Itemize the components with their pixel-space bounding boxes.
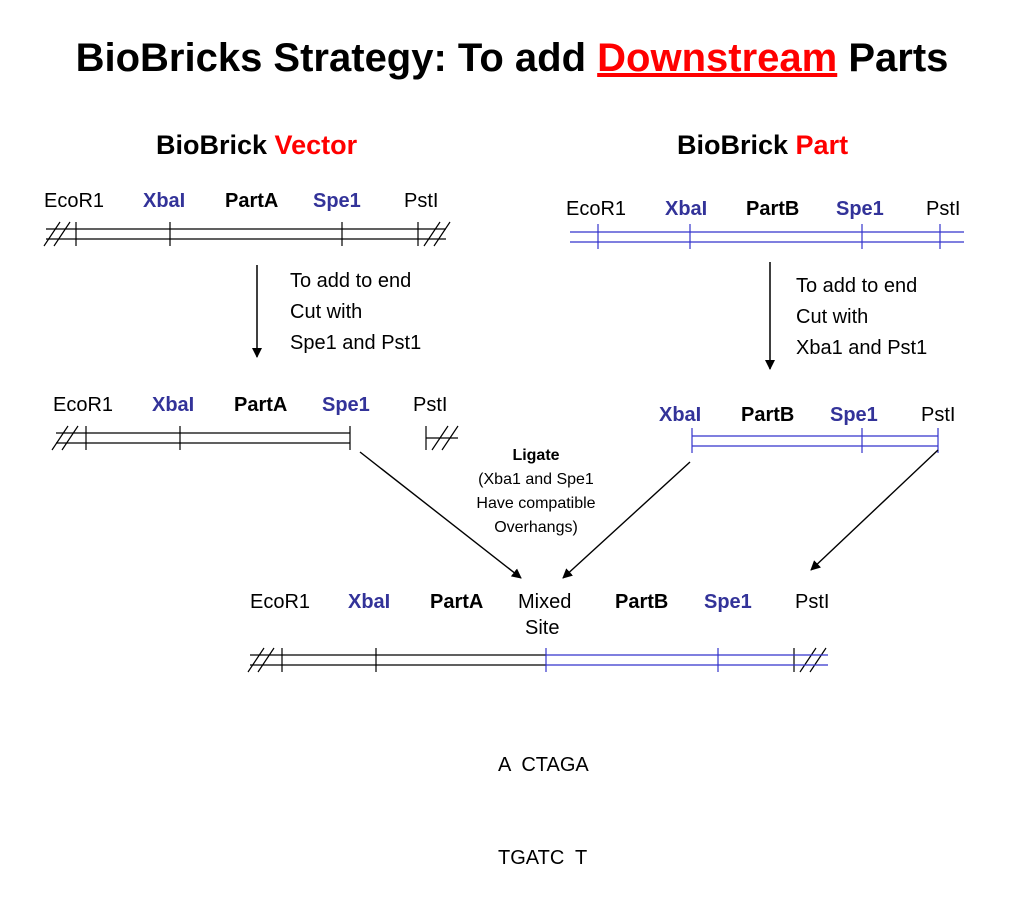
cut-part-partb-label: PartB: [741, 404, 795, 426]
page-title: BioBricks Strategy: To add Downstream Pa…: [0, 36, 1024, 81]
part-partb-label: PartB: [746, 198, 800, 220]
part-ecor1-label: EcoR1: [566, 198, 627, 220]
part-note-line: Cut with: [796, 306, 869, 328]
vector-heading-highlight: Vector: [274, 130, 358, 160]
part-heading-highlight: Part: [795, 130, 849, 160]
part-note-line: To add to end: [796, 275, 918, 297]
ligate-line: Overhangs): [494, 519, 578, 536]
ligate-line: Have compatible: [476, 495, 596, 512]
vector-note-line: Spe1 and Pst1: [290, 332, 422, 354]
result-ecor1-label: EcoR1: [250, 591, 311, 613]
cut-part-spe1-label: Spe1: [830, 404, 878, 426]
cut-vector-dna: [51, 425, 459, 451]
result-spe1-label: Spe1: [704, 591, 752, 613]
result-xbai-label: XbaI: [348, 591, 391, 613]
ligate-line: (Xba1 and Spe1: [478, 471, 594, 488]
part-dna: [570, 224, 964, 249]
ligate-title: Ligate: [512, 447, 560, 464]
result-site-label: Site: [525, 617, 560, 639]
vector-xbai-label: XbaI: [143, 190, 186, 212]
sequence-bottom-strand: TGATC T: [498, 847, 588, 869]
cut-vector-parta-label: PartA: [234, 394, 288, 416]
vector-heading: BioBrick Vector: [156, 130, 357, 161]
vector-cut-note: To add to end Cut with Spe1 and Pst1: [290, 266, 421, 359]
ligate-arrow-part-end: [810, 449, 939, 571]
result-psti-label: PstI: [795, 591, 830, 613]
ligate-arrow-part-start: [562, 461, 691, 579]
part-xbai-label: XbaI: [665, 198, 708, 220]
cut-vector-ecor1-label: EcoR1: [53, 394, 114, 416]
vector-note-line: Cut with: [290, 301, 363, 323]
result-mixed-label: Mixed: [518, 591, 572, 613]
part-heading-text: BioBrick: [677, 130, 796, 160]
part-note-line: Xba1 and Pst1: [796, 337, 928, 359]
title-suffix: Parts: [837, 36, 949, 80]
vector-ecor1-label: EcoR1: [44, 190, 105, 212]
part-spe1-label: Spe1: [836, 198, 884, 220]
part-cut-note: To add to end Cut with Xba1 and Pst1: [796, 271, 927, 364]
diagram-lines: [43, 221, 964, 673]
ligate-arrow-vector: [359, 451, 522, 579]
title-prefix: BioBricks Strategy: To add: [75, 36, 598, 80]
cut-part-psti-label: PstI: [921, 404, 956, 426]
result-dna-right: [545, 648, 828, 672]
vector-dna: [43, 221, 451, 247]
result-dna-left: [247, 647, 827, 673]
cut-part-xbai-label: XbaI: [659, 404, 702, 426]
ligate-note: Ligate (Xba1 and Spe1 Have compatible Ov…: [436, 444, 636, 540]
cut-vector-spe1-label: Spe1: [322, 394, 370, 416]
part-psti-label: PstI: [926, 198, 961, 220]
vector-spe1-label: Spe1: [313, 190, 361, 212]
result-partb-label: PartB: [615, 591, 669, 613]
title-highlight: Downstream: [597, 36, 838, 80]
cut-vector-psti-label: PstI: [413, 394, 448, 416]
vector-note-line: To add to end: [290, 270, 412, 292]
vector-heading-text: BioBrick: [156, 130, 275, 160]
cut-vector-xbai-label: XbaI: [152, 394, 195, 416]
vector-psti-label: PstI: [404, 190, 439, 212]
vector-parta-label: PartA: [225, 190, 279, 212]
part-heading: BioBrick Part: [677, 130, 848, 161]
result-parta-label: PartA: [430, 591, 484, 613]
cut-part-dna: [691, 428, 939, 453]
